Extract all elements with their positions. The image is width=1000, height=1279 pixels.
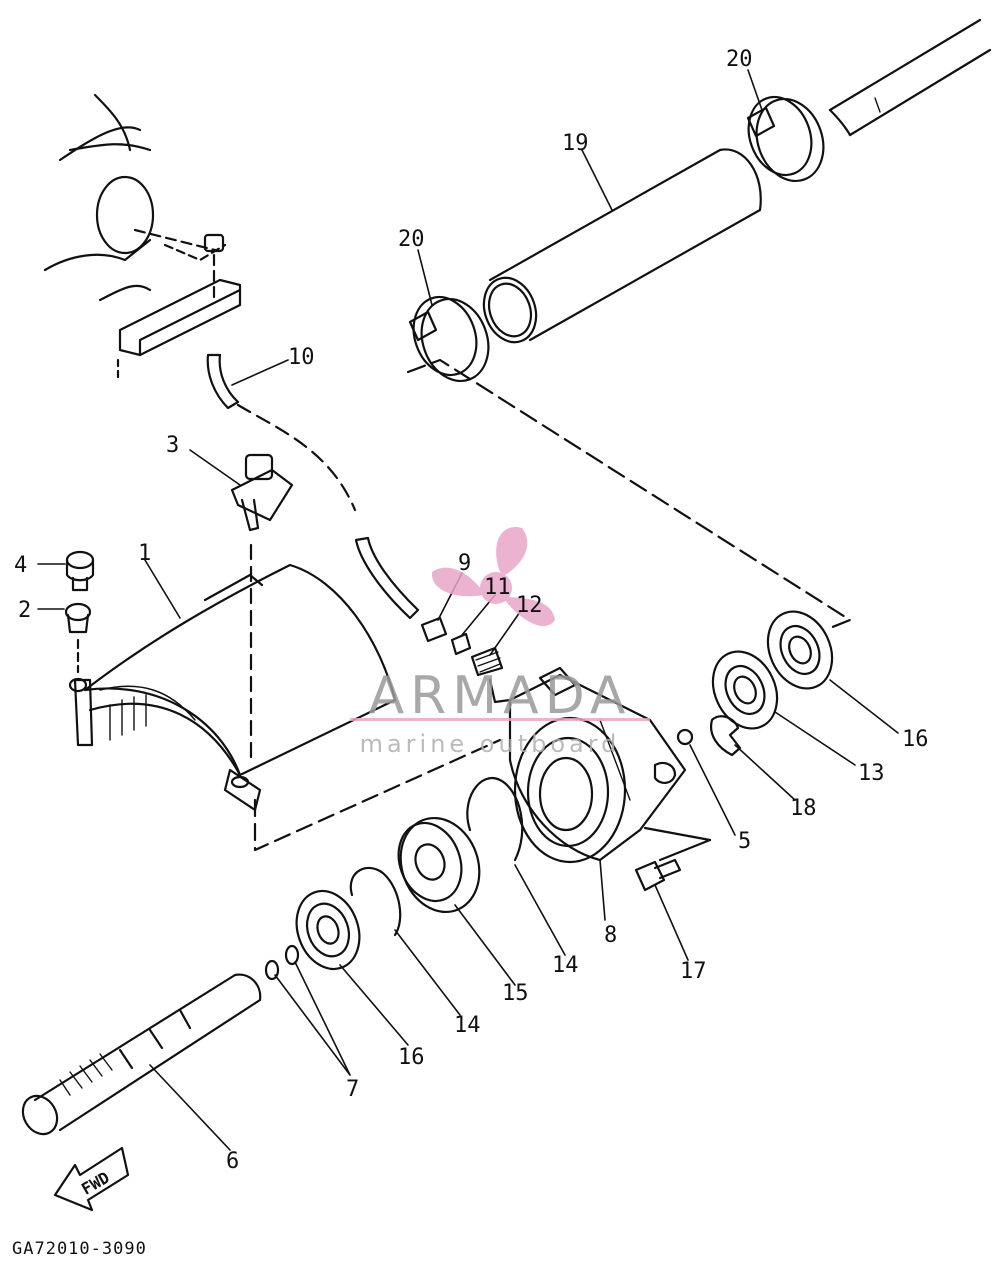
callout-4: 4	[14, 553, 27, 578]
callout-7: 7	[346, 1077, 359, 1102]
washer-part-2	[64, 602, 92, 674]
callout-14-lower: 14	[454, 1013, 481, 1038]
fitting-part-11	[450, 632, 472, 656]
seal-part-16-lower	[295, 889, 361, 971]
engine-block-fragment	[43, 93, 242, 382]
fwd-direction-arrow	[53, 1146, 130, 1212]
callout-18: 18	[790, 796, 817, 821]
circlip-part-14-upper	[466, 777, 524, 862]
screw-part-5	[676, 728, 694, 746]
callout-2: 2	[18, 598, 31, 623]
hose-clamp-part-20-upper	[746, 95, 825, 183]
callout-16-lower: 16	[398, 1045, 425, 1070]
callout-labels: 1 2 3 4 5 6 7 8 9 10 11 12 13 14 14 15 1…	[12, 47, 929, 1259]
callout-12: 12	[516, 593, 543, 618]
callout-9: 9	[458, 551, 471, 576]
callout-10: 10	[288, 345, 315, 370]
bolt-part-17	[634, 826, 712, 892]
callout-15: 15	[502, 981, 529, 1006]
assembly-centerline	[406, 358, 852, 630]
fitting-part-3	[230, 453, 294, 762]
drawing-code: GA72010-3090	[12, 1239, 147, 1259]
fitting-part-12	[470, 646, 504, 677]
watermark-underline	[350, 718, 650, 721]
callout-6: 6	[226, 1149, 239, 1174]
bolt-part-4	[65, 550, 95, 592]
callout-13: 13	[858, 761, 885, 786]
callout-11: 11	[484, 575, 511, 600]
watermark-tagline: marine outboard	[360, 730, 621, 758]
callout-20-lower: 20	[398, 227, 425, 252]
pipe-upper-right	[828, 18, 992, 137]
propeller-logo-icon	[431, 527, 555, 627]
watermark: ARMADA marine outboard	[350, 527, 650, 758]
callout-20-upper: 20	[726, 47, 753, 72]
clip-part-18	[710, 715, 742, 757]
drive-shaft-part-6	[21, 973, 262, 1136]
bearing-part-15	[397, 816, 481, 914]
callout-19: 19	[562, 131, 589, 156]
callout-17: 17	[680, 959, 707, 984]
cover-part-1	[68, 563, 502, 852]
hose-part-19	[482, 148, 762, 344]
callout-8: 8	[604, 923, 617, 948]
callout-16-upper: 16	[902, 727, 929, 752]
seal-part-16-upper	[766, 610, 834, 690]
fitting-part-9	[420, 616, 448, 643]
circlip-part-14-lower	[349, 866, 402, 937]
callout-3: 3	[166, 433, 179, 458]
callout-5: 5	[738, 829, 751, 854]
hose-part-10	[206, 353, 420, 620]
bearing-housing-part-8	[488, 666, 687, 864]
hose-clamp-part-20-lower	[408, 295, 490, 383]
callout-1: 1	[138, 541, 151, 566]
o-rings-part-7	[264, 944, 300, 981]
callout-14-upper: 14	[552, 953, 579, 978]
leader-lines	[37, 69, 899, 1151]
oil-seal-part-13	[711, 650, 779, 730]
watermark-brand: ARMADA	[369, 666, 632, 726]
